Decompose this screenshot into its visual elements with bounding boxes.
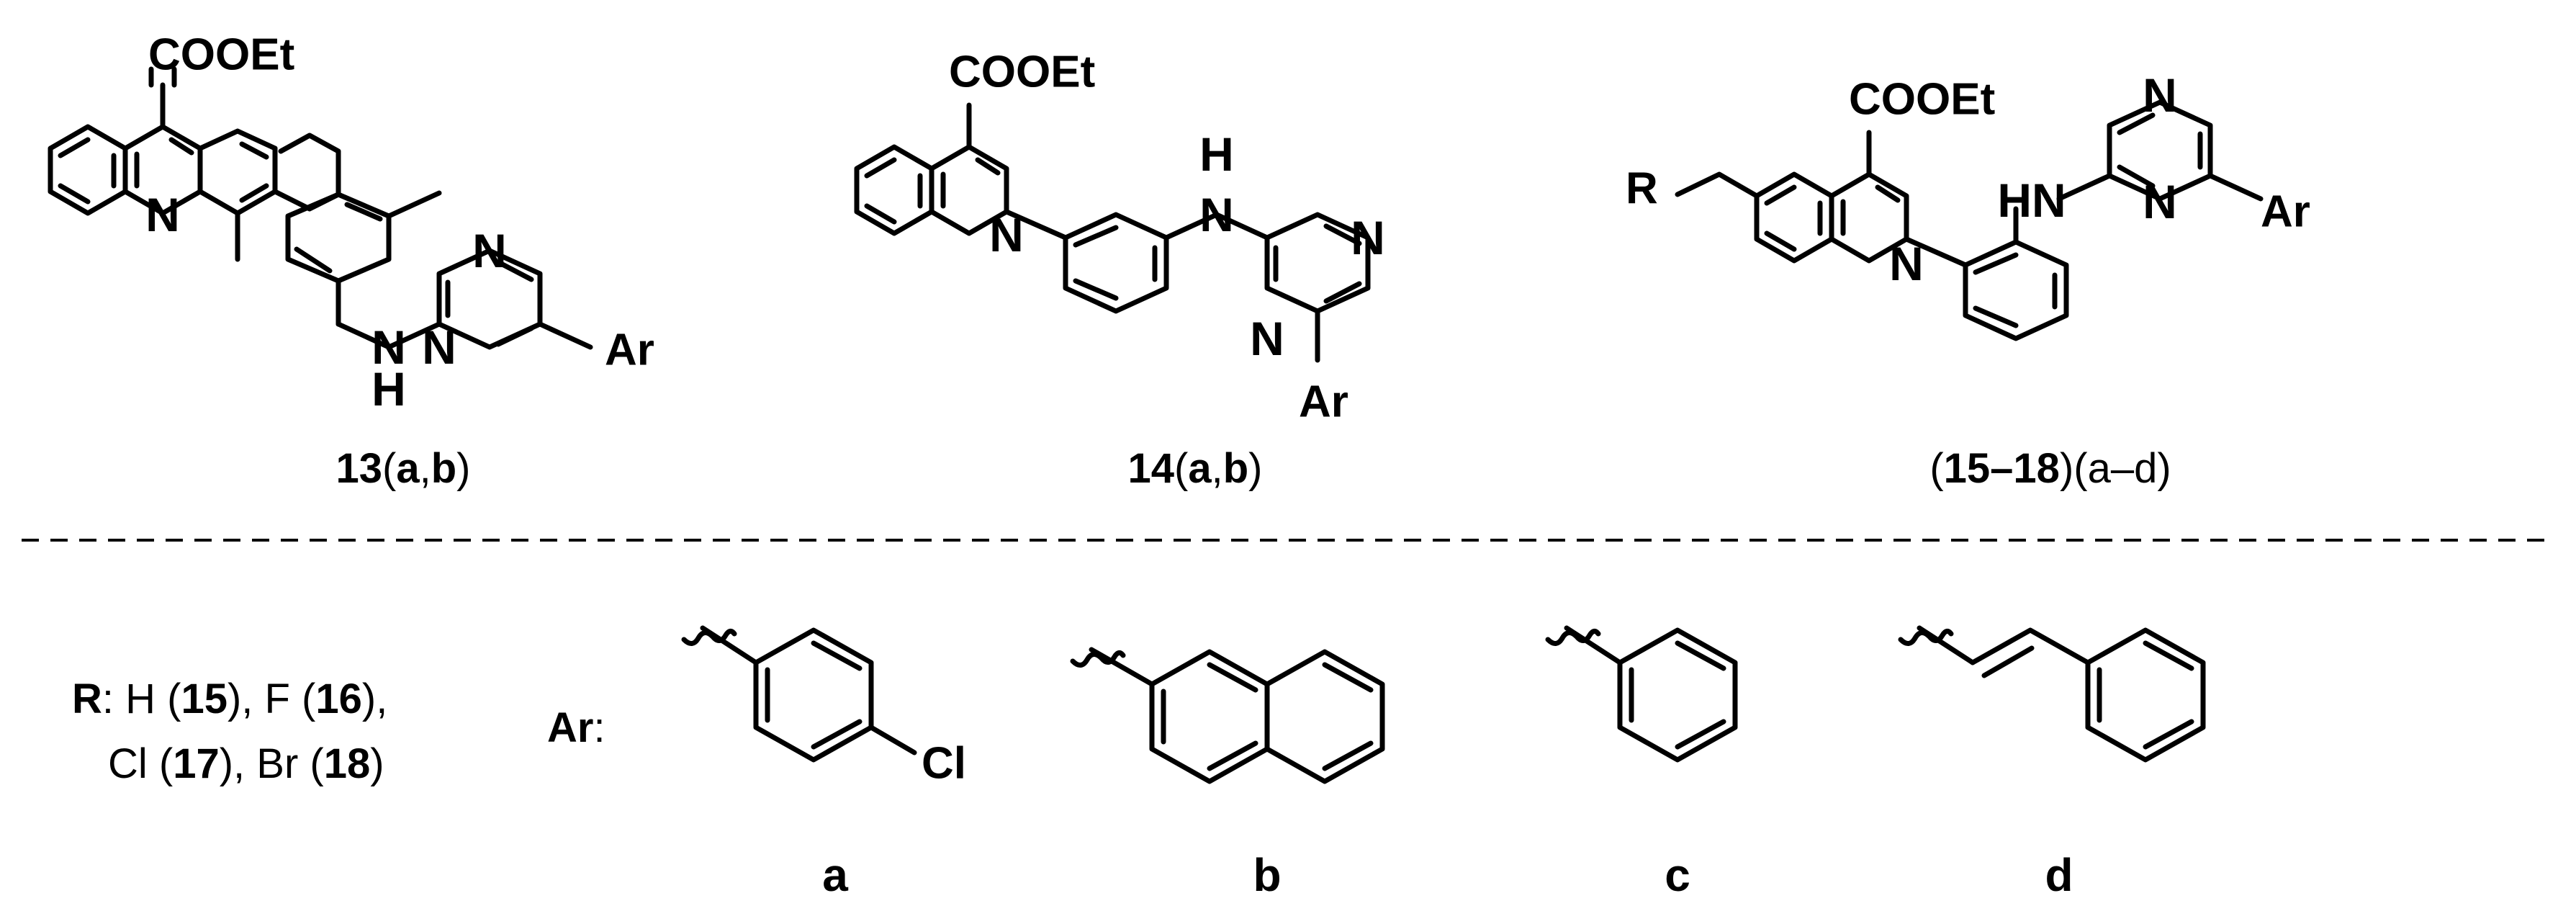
substituent-label-a: a: [822, 849, 848, 901]
ar-substituent-legend: Ar: Cl a b c: [547, 625, 2206, 901]
s13-ar-label: Ar: [605, 326, 654, 375]
substituent-label-c: c: [1665, 849, 1690, 901]
s15-pyrimidine-n2: N: [2143, 175, 2177, 228]
r-legend-line-2: Cl (17), Br (18): [108, 740, 384, 787]
s15-caption: (15–18)(a–d): [1929, 445, 2171, 492]
s14-nh-h: H: [1199, 127, 1234, 181]
r-legend-line-1: R: H (15), F (16),: [72, 676, 387, 722]
s13-caption: 13(a,b): [336, 445, 471, 492]
substituent-c-phenyl: c: [1545, 625, 1738, 901]
s15-r-label: R: [1626, 164, 1658, 214]
s14-pyrimidine-n1: N: [1351, 211, 1385, 264]
s14-ester-label: COOEt: [949, 48, 1095, 97]
substituent-label-d: d: [2045, 849, 2073, 901]
s13-ester-label: COOEt: [148, 30, 294, 80]
compound-13: COOEt N N N N H Ar 13(a,b): [48, 30, 654, 492]
ar-legend-key: Ar:: [547, 704, 605, 751]
s15-ar-label: Ar: [2261, 187, 2310, 237]
s14-caption: 14(a,b): [1128, 445, 1263, 492]
s14-ar-label: Ar: [1299, 377, 1348, 427]
s13-nh-n: N: [371, 320, 406, 374]
s13-pyrimidine-n2: N: [422, 320, 456, 374]
substituent-d-styryl: d: [1898, 625, 2206, 901]
substituent-label-b: b: [1253, 849, 1281, 901]
compound-14: COOEt N H N N N Ar 14(a,b): [854, 48, 1385, 492]
s13-nh-h: H: [371, 362, 406, 416]
s15-hn-label: HN: [1997, 174, 2066, 227]
s13-pyrimidine-n1: N: [472, 224, 507, 277]
s15-pyrimidine-n1: N: [2143, 68, 2177, 122]
s15-ester-label: COOEt: [1849, 75, 1995, 125]
substituent-b-2-naphthyl: b: [1070, 647, 1385, 901]
s15-quinoline-n: N: [1889, 237, 1924, 290]
compound-15-18: COOEt R N HN N N Ar (15–18)(a–d): [1626, 68, 2310, 492]
s14-quinoline-n: N: [989, 208, 1024, 261]
substituent-a-4-chlorophenyl: Cl a: [681, 625, 966, 901]
chloro-atom-label: Cl: [922, 739, 966, 789]
s14-pyrimidine-n2: N: [1250, 312, 1284, 365]
r-substituent-legend: R: H (15), F (16), Cl (17), Br (18): [72, 676, 387, 787]
s13-quinoline-n: N: [145, 188, 180, 241]
s14-nh-n: N: [1199, 188, 1234, 241]
